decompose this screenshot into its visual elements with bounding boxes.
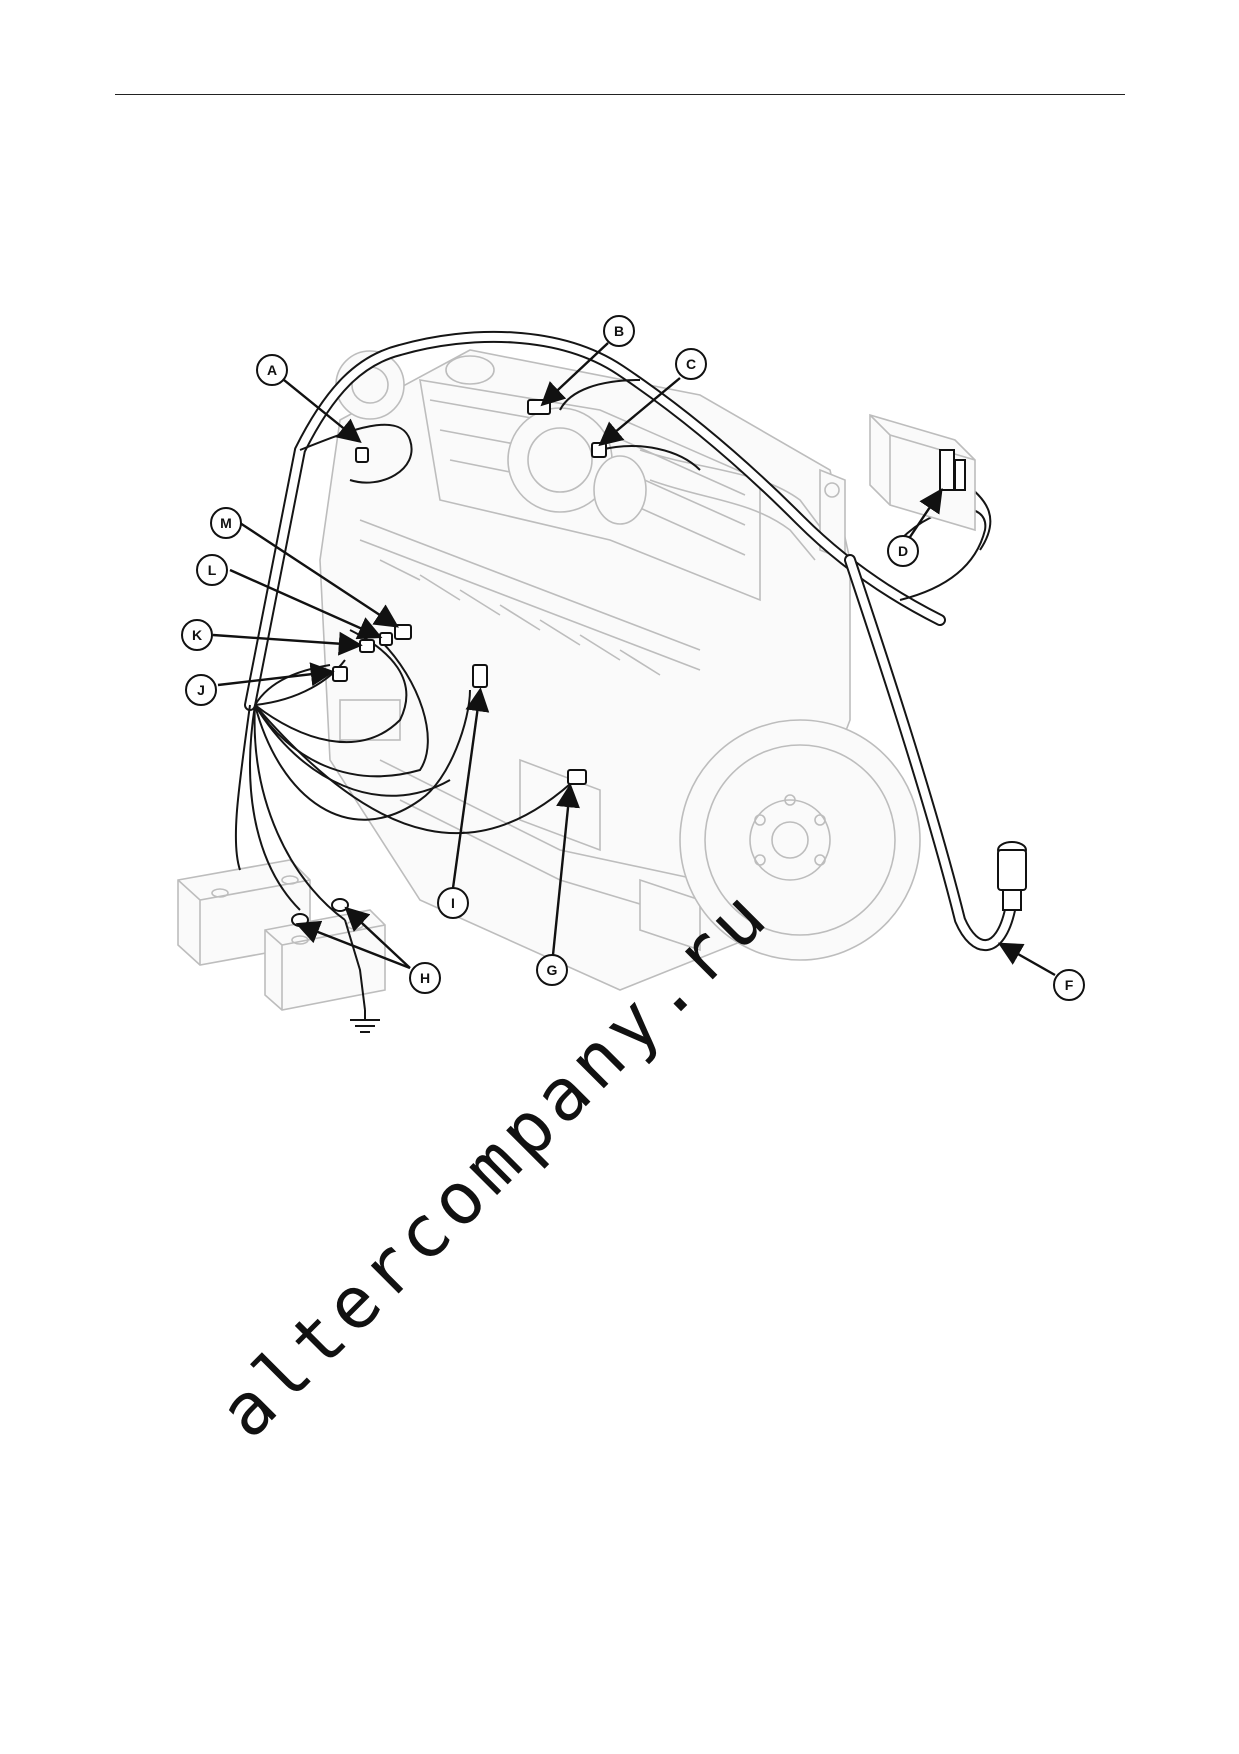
batteries — [177, 859, 386, 1011]
callout-k: K — [181, 619, 213, 651]
svg-text:K: K — [192, 627, 202, 643]
callout-g: G — [536, 954, 568, 986]
svg-text:I: I — [451, 895, 455, 911]
ground-icon — [350, 1010, 380, 1033]
svg-text:C: C — [686, 356, 696, 372]
component-parts — [291, 399, 607, 927]
engine-outline — [319, 349, 921, 991]
svg-text:H: H — [420, 970, 430, 986]
header-rule — [115, 94, 1125, 95]
svg-text:F: F — [1065, 977, 1074, 993]
callout-h: H — [409, 962, 441, 994]
callout-i: I — [437, 887, 469, 919]
callout-b: B — [603, 315, 635, 347]
connector-f-body — [997, 841, 1027, 911]
svg-text:J: J — [197, 682, 205, 698]
callout-leaders — [212, 342, 1056, 977]
svg-text:M: M — [220, 515, 232, 531]
callout-f: F — [1053, 969, 1085, 1001]
svg-text:B: B — [614, 323, 624, 339]
wiring-harness — [234, 330, 1018, 1011]
ecu-module — [869, 413, 976, 532]
callout-m: M — [210, 507, 242, 539]
callout-d: D — [887, 535, 919, 567]
svg-text:D: D — [898, 543, 908, 559]
callout-a: A — [256, 354, 288, 386]
callout-j: J — [185, 674, 217, 706]
svg-text:L: L — [208, 562, 217, 578]
svg-text:A: A — [267, 362, 277, 378]
callout-c: C — [675, 348, 707, 380]
svg-text:G: G — [547, 962, 558, 978]
callout-l: L — [196, 554, 228, 586]
